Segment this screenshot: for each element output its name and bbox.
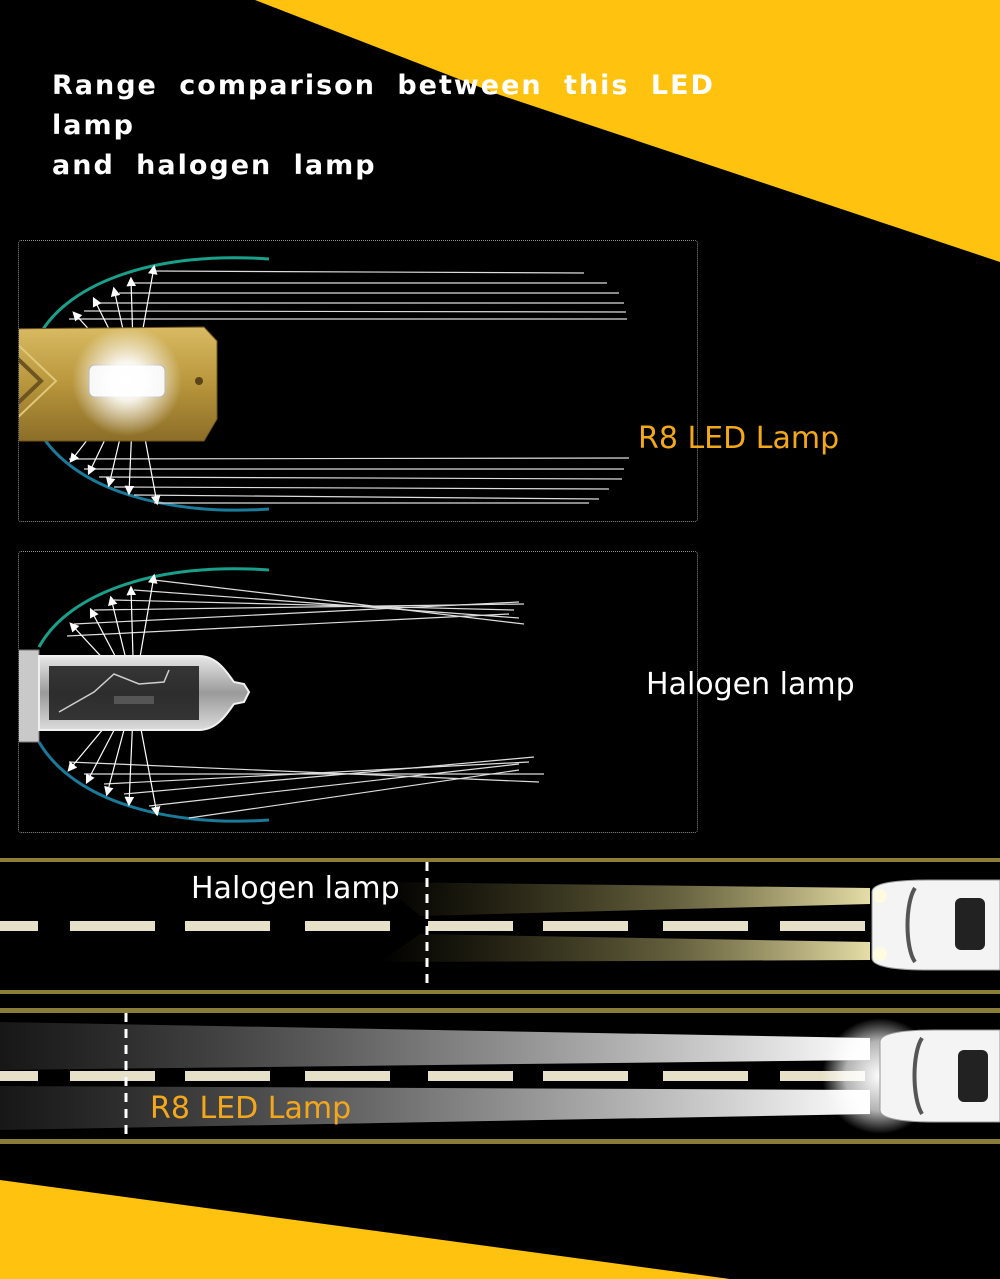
road-led-label: R8 LED Lamp xyxy=(150,1091,352,1126)
road-led xyxy=(0,1008,1000,1144)
bottom-yellow-shape xyxy=(0,1180,730,1279)
title-line-1: Range comparison between this LED lamp xyxy=(52,70,715,141)
halogen-panel-label: Halogen lamp xyxy=(646,667,855,702)
halogen-beam-lines-top xyxy=(66,579,525,637)
halogen-base xyxy=(19,649,40,743)
lane-dashes xyxy=(0,1071,865,1081)
halogen-beam-lower xyxy=(380,934,870,962)
led-beam-diagram xyxy=(19,256,630,512)
halogen-filament xyxy=(58,669,170,713)
car-icon xyxy=(871,879,1000,971)
page-title: Range comparison between this LED lamp a… xyxy=(52,66,772,186)
halogen-beam-panel xyxy=(18,551,698,833)
title-line-2: and halogen lamp xyxy=(52,150,377,181)
road-led-scene xyxy=(0,1008,1000,1144)
reflector-top xyxy=(37,256,270,337)
car-icon xyxy=(879,1029,1000,1123)
halogen-beam-diagram xyxy=(19,567,544,823)
road-halogen xyxy=(0,858,1000,994)
reflector-bottom xyxy=(37,430,270,512)
led-beam-lower xyxy=(0,1086,870,1130)
halogen-beam-lines-bottom xyxy=(68,756,544,819)
led-housing-detail xyxy=(19,357,44,405)
reflector-top xyxy=(37,567,270,648)
led-beam-upper xyxy=(0,1022,870,1070)
led-panel-label: R8 LED Lamp xyxy=(638,421,840,456)
lane-dashes xyxy=(0,921,865,931)
led-beam-lines-top xyxy=(69,270,627,320)
road-halogen-label: Halogen lamp xyxy=(191,871,400,906)
led-beam-lines-bottom xyxy=(68,457,630,504)
top-yellow-shape xyxy=(255,0,1000,262)
halogen-beam-upper xyxy=(380,882,870,916)
led-glow xyxy=(72,326,182,436)
led-beam-panel xyxy=(18,240,698,522)
road-halogen-scene xyxy=(0,858,1000,994)
